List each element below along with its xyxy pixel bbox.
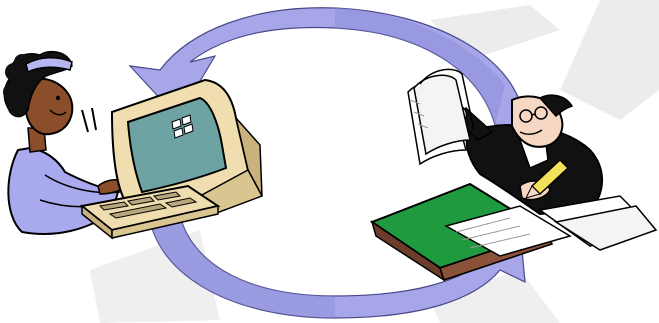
paper-stack-icon [408, 69, 474, 164]
desktop-computer-icon [82, 80, 262, 238]
